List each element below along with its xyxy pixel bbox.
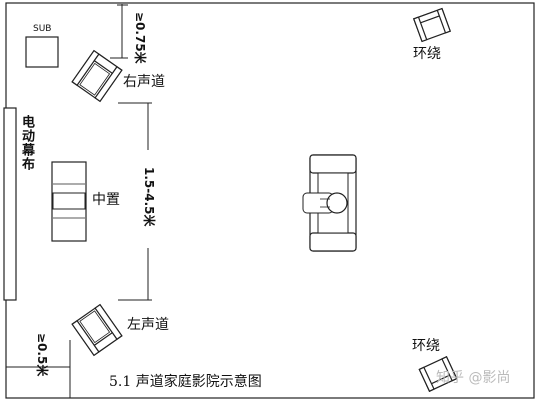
diagram-caption: 5.1 声道家庭影院示意图 (109, 374, 262, 390)
front-spacing-dimension (118, 102, 152, 301)
center-speaker (51, 161, 87, 242)
watermark: 知乎 @影尚 (436, 370, 511, 386)
listening-sofa (302, 154, 357, 252)
screen (3, 107, 17, 301)
right-front-label: 右声道 (123, 74, 165, 90)
surround-top-label: 环绕 (413, 46, 441, 62)
left-front-label: 左声道 (127, 317, 169, 333)
clearance-top-dimension (110, 4, 128, 59)
sub-label: SUB (33, 24, 52, 34)
left-front-speaker-chair (71, 303, 123, 357)
screen-label: 电动幕布 (19, 115, 34, 171)
surround-bottom-chair (418, 355, 458, 393)
surround-bottom-label: 环绕 (412, 338, 440, 354)
side-clearance-label: ≥0.5米 (35, 333, 49, 377)
subwoofer (25, 36, 59, 68)
side-clearance-dimension (6, 340, 71, 398)
front-spacing-label: 1.5-4.5米 (142, 167, 156, 227)
right-front-speaker-chair (71, 49, 123, 103)
surround-top-chair (413, 7, 451, 43)
clearance-top-label: ≥0.75米 (133, 12, 147, 64)
center-label: 中置 (92, 192, 120, 208)
